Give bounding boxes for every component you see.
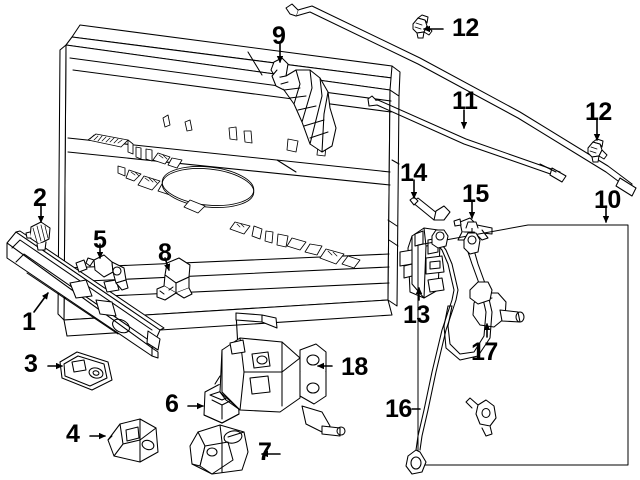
callout-number-9[interactable]: 9 bbox=[272, 22, 286, 50]
callout-number-17[interactable]: 17 bbox=[471, 338, 498, 366]
callout-number-16[interactable]: 16 bbox=[385, 395, 412, 423]
part-9-hinge-bracket-artwork bbox=[270, 57, 337, 153]
callout-number-13[interactable]: 13 bbox=[403, 301, 430, 329]
callout-number-4[interactable]: 4 bbox=[66, 420, 80, 448]
callout-number-6[interactable]: 6 bbox=[165, 390, 179, 418]
leader-1 bbox=[33, 292, 49, 313]
callout-number-8[interactable]: 8 bbox=[158, 239, 172, 267]
box16-push-fastener-artwork bbox=[465, 397, 497, 437]
callout-number-1[interactable]: 1 bbox=[22, 308, 36, 336]
part-18-latch-assembly-artwork bbox=[219, 312, 346, 437]
part-12-clip-top-artwork bbox=[412, 14, 433, 39]
callout-number-18[interactable]: 18 bbox=[341, 353, 368, 381]
callout-number-5[interactable]: 5 bbox=[93, 226, 107, 254]
part-13-lock-actuator-artwork bbox=[399, 227, 445, 299]
callout-leaders bbox=[33, 25, 610, 458]
leader-8 bbox=[164, 257, 171, 271]
part-4-striker-housing-artwork bbox=[107, 418, 159, 463]
part-14-screw-artwork bbox=[409, 196, 451, 221]
callout-number-12-top[interactable]: 12 bbox=[452, 14, 479, 42]
callout-number-2[interactable]: 2 bbox=[33, 184, 47, 212]
part-3-bezel-plate-artwork bbox=[59, 351, 113, 391]
part-7-latch-bracket-artwork bbox=[189, 424, 249, 475]
part-10-support-rod-artwork bbox=[285, 3, 637, 197]
part-8-connector-artwork bbox=[156, 257, 193, 301]
part-5-rod-clip-artwork bbox=[85, 254, 129, 291]
callout-number-11[interactable]: 11 bbox=[452, 87, 478, 115]
callout-number-7[interactable]: 7 bbox=[258, 438, 272, 466]
part-16-group-box bbox=[417, 224, 629, 466]
tailgate-emboss-detail bbox=[87, 114, 361, 269]
callout-number-14[interactable]: 14 bbox=[400, 159, 427, 187]
part-11-control-rod-artwork bbox=[367, 95, 567, 183]
cable-assembly-artwork bbox=[405, 221, 493, 475]
part-1-handle-bar-artwork bbox=[6, 230, 165, 359]
part-12-clip-right-artwork bbox=[587, 138, 608, 163]
callout-number-12-right[interactable]: 12 bbox=[585, 98, 612, 126]
callout-number-10[interactable]: 10 bbox=[594, 186, 621, 214]
callout-number-3[interactable]: 3 bbox=[24, 350, 38, 378]
callout-number-15[interactable]: 15 bbox=[462, 180, 489, 208]
